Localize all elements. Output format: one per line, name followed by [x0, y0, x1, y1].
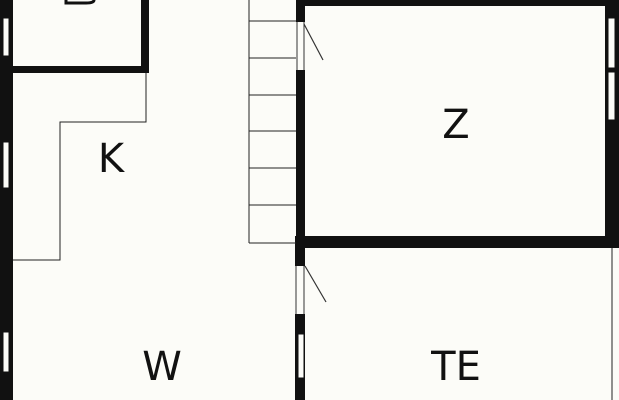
te-room-door-leaf: [304, 265, 327, 303]
window: [297, 333, 305, 379]
left-exterior-wall: [0, 0, 13, 400]
room-labels: K Z W TE: [98, 102, 481, 390]
top-left-room-bottom-wall: [13, 66, 148, 73]
window: [2, 141, 10, 189]
window: [607, 17, 616, 69]
te-room-left-wall: [295, 236, 305, 400]
z-room-door-leaf: [303, 23, 324, 61]
z-room-bottom-wall: [296, 236, 619, 248]
window: [2, 331, 10, 373]
te-room-door-opening: [294, 266, 306, 314]
cropped-label-fragment: [64, 0, 96, 5]
z-room-door-opening: [295, 22, 306, 70]
z-room-left-wall: [296, 0, 305, 248]
doors: [294, 22, 327, 314]
room-label-z: Z: [442, 102, 469, 148]
z-room-top-wall: [297, 0, 619, 6]
room-label-te: TE: [430, 344, 481, 390]
window: [2, 17, 10, 57]
window: [607, 71, 616, 121]
room-label-w: W: [142, 344, 182, 390]
room-label-k: K: [98, 136, 126, 182]
staircase: [248, 0, 296, 244]
top-left-room-right-wall: [141, 0, 149, 73]
kitchen-counter-outline: [13, 73, 147, 261]
thin-lines: [13, 73, 613, 400]
windows: [2, 17, 616, 379]
